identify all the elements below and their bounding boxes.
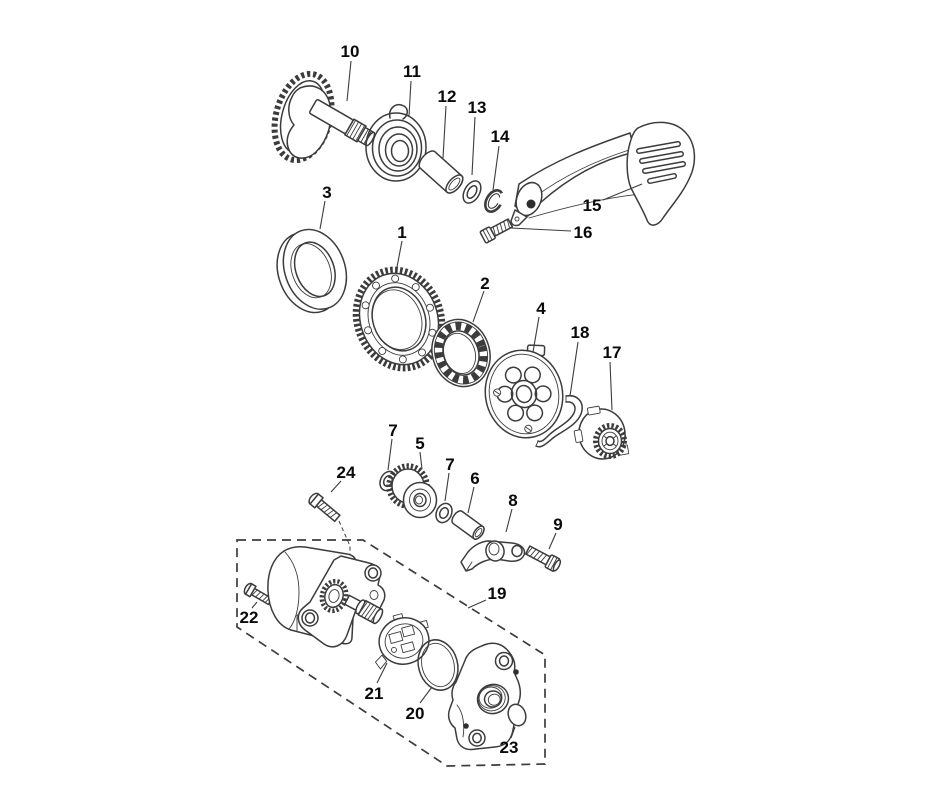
- part-16-pinch-bolt: [479, 218, 514, 244]
- leader-17: [609, 361, 613, 411]
- callout-label-17: 17: [603, 343, 622, 362]
- callout-label-23: 23: [500, 738, 519, 757]
- part-7-washer-right: [435, 502, 453, 524]
- leader-6: [467, 486, 475, 514]
- callout-label-3: 3: [322, 183, 331, 202]
- part-13-washer: [462, 180, 482, 204]
- part-12-spring-bush: [418, 150, 464, 194]
- part-1-driven-gear: [352, 266, 446, 372]
- leader-19: [467, 599, 487, 609]
- part-24-screw: [308, 492, 351, 557]
- leader-20: [419, 686, 433, 704]
- callout-label-16: 16: [574, 223, 593, 242]
- callout-label-5: 5: [415, 434, 424, 453]
- callout-label-24: 24: [337, 463, 356, 482]
- part-3-spacer-ring: [276, 228, 348, 314]
- callout-label-4: 4: [536, 299, 546, 318]
- motor-shaft: [343, 594, 384, 625]
- leader-7b: [444, 472, 450, 502]
- leader-22: [251, 601, 258, 609]
- leader-7a: [387, 438, 393, 471]
- cover-threaded-boss: [476, 683, 510, 715]
- leader-2: [472, 290, 485, 323]
- leader-11: [408, 80, 412, 117]
- part-11-return-spring: [365, 104, 427, 182]
- starter-end-cover: [447, 642, 521, 751]
- leader-4: [532, 316, 540, 353]
- callout-label-21: 21: [365, 684, 384, 703]
- part-21-brush-plate: [375, 613, 430, 670]
- part-17-pinion-gear: [573, 405, 630, 460]
- part-9-hex-bolt: [524, 545, 562, 572]
- leader-23: [510, 726, 516, 739]
- leader-24: [330, 480, 342, 493]
- part-8-stopper-arm: [460, 540, 526, 572]
- leader-lines: [251, 60, 643, 739]
- lever-grip-ribs: [636, 141, 686, 184]
- leader-14: [492, 145, 500, 191]
- part-4-clutch-hub: [484, 344, 564, 439]
- callout-label-9: 9: [553, 515, 562, 534]
- callout-label-22: 22: [240, 608, 259, 627]
- callout-label-11: 11: [403, 62, 421, 81]
- part-14-circlip: [484, 189, 504, 213]
- part-10-kick-spindle: [271, 70, 376, 164]
- part-15-kick-lever: [510, 121, 696, 227]
- callout-label-12: 12: [438, 87, 457, 106]
- callout-label-8: 8: [508, 491, 517, 510]
- leader-12: [442, 105, 447, 159]
- callout-label-14: 14: [491, 127, 510, 146]
- leader-1: [396, 240, 403, 268]
- leader-3: [319, 200, 326, 230]
- leader-9: [548, 532, 557, 550]
- part-2-one-way-clutch: [431, 318, 491, 388]
- starter-motor: [267, 546, 386, 648]
- callout-label-2: 2: [480, 274, 489, 293]
- leader-13: [471, 116, 476, 176]
- part-5-idle-gear: [386, 463, 438, 519]
- callout-label-15: 15: [583, 196, 602, 215]
- screw-24-axis-line: [338, 520, 351, 557]
- callout-label-18: 18: [571, 323, 590, 342]
- leader-18: [569, 341, 579, 397]
- callout-labels: 1 2 3 4 5 6 7 7 8 9 10 11 12 13 14 15 16…: [240, 42, 622, 757]
- part-6-spacer-sleeve: [451, 510, 485, 540]
- leader-15: [602, 183, 643, 201]
- callout-label-10: 10: [341, 42, 360, 61]
- part-23-cap-plug: [507, 703, 527, 727]
- assembly-19-dashed-boundary: [236, 539, 546, 767]
- motor-pinion: [319, 578, 349, 614]
- leader-21: [376, 662, 388, 684]
- leader-10: [346, 60, 352, 102]
- leader-5: [419, 451, 423, 470]
- callout-label-6: 6: [470, 469, 479, 488]
- callout-label-20: 20: [406, 704, 425, 723]
- callout-label-1: 1: [397, 223, 406, 242]
- callout-label-19: 19: [488, 584, 507, 603]
- callout-label-7b: 7: [445, 455, 454, 474]
- callout-label-7a: 7: [388, 421, 397, 440]
- callout-label-13: 13: [468, 98, 487, 117]
- leader-8: [505, 508, 513, 533]
- leader-16: [510, 227, 572, 232]
- part-20-o-ring: [417, 639, 459, 691]
- part-18-spring-clip: [535, 394, 583, 448]
